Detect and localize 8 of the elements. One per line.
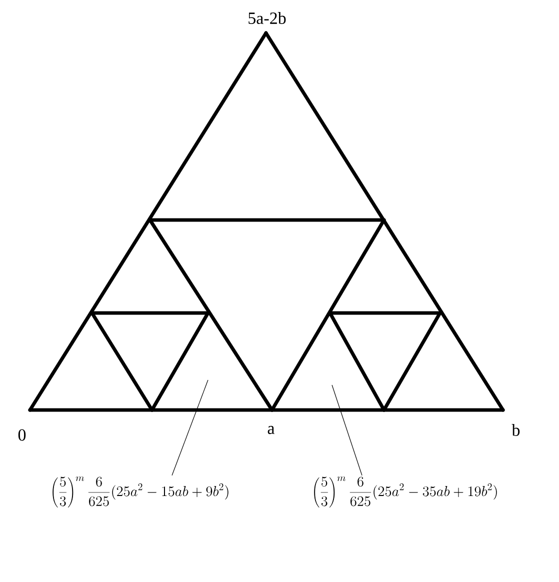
vertex-label: 5a-2b bbox=[248, 12, 286, 24]
leader-line bbox=[332, 384, 362, 476]
formula: $\left(\frac{5}{3}\right)^{m}\frac{6}{625}(25a^{2}-15ab+9b^{2})$ bbox=[52, 476, 228, 508]
vertex-label: 0 bbox=[18, 429, 26, 441]
formula: $\left(\frac{5}{3}\right)^{m}\frac{6}{625}(25a^{2}-35ab+19b^{2})$ bbox=[314, 476, 497, 508]
vertex-label: b bbox=[512, 424, 520, 436]
leader-line bbox=[172, 380, 208, 476]
vertex-label: a bbox=[268, 426, 275, 434]
